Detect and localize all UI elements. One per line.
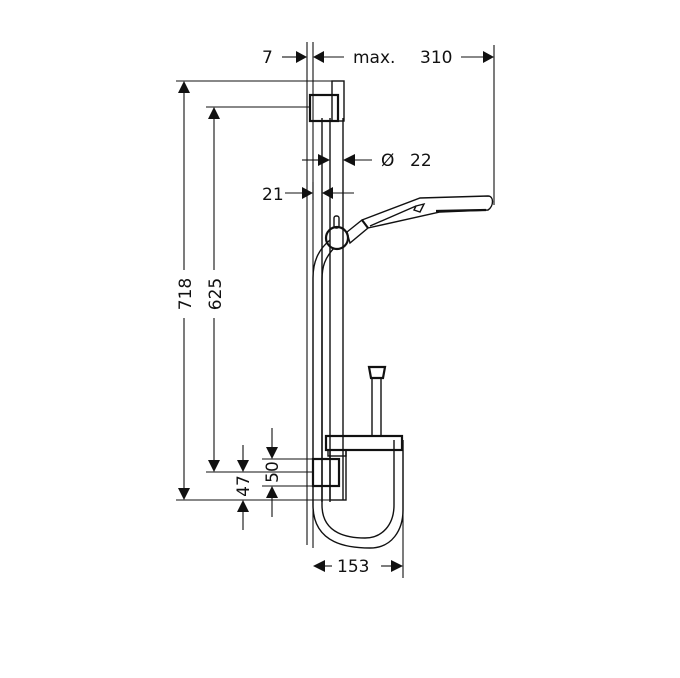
dim-label-max: max. bbox=[353, 48, 395, 68]
soap-dish bbox=[324, 434, 404, 457]
lower-wall-bracket bbox=[311, 449, 347, 501]
dim-label-7: 7 bbox=[262, 48, 273, 68]
dim-label-625: 625 bbox=[206, 278, 226, 310]
dim-shelf-width: 153 bbox=[313, 450, 404, 578]
dim-label-718: 718 bbox=[176, 278, 196, 310]
dim-label-diameter-symbol: Ø bbox=[381, 151, 394, 171]
dim-rail-gap: 21 bbox=[262, 182, 354, 205]
dim-lower-bracket-height: 50 bbox=[263, 428, 283, 517]
dim-wall-offset: 7 bbox=[262, 48, 307, 68]
upper-wall-bracket bbox=[308, 80, 345, 123]
dim-max-projection: max. 310 bbox=[313, 45, 495, 205]
dim-label-22: 22 bbox=[410, 151, 432, 171]
shower-hose bbox=[312, 239, 404, 549]
hand-shower bbox=[346, 195, 494, 245]
dim-total-height: 718 bbox=[176, 81, 196, 500]
dim-bracket-spacing: 625 bbox=[206, 107, 226, 472]
dim-rail-diameter: Ø 22 bbox=[302, 151, 432, 171]
dim-label-310: 310 bbox=[420, 48, 452, 68]
dim-bottom-offset: 47 bbox=[234, 445, 254, 530]
dim-label-47: 47 bbox=[234, 475, 254, 497]
dim-label-21: 21 bbox=[262, 185, 284, 205]
dim-label-153: 153 bbox=[337, 557, 369, 577]
dim-extension-lines bbox=[176, 80, 343, 501]
dim-label-50: 50 bbox=[263, 461, 283, 483]
